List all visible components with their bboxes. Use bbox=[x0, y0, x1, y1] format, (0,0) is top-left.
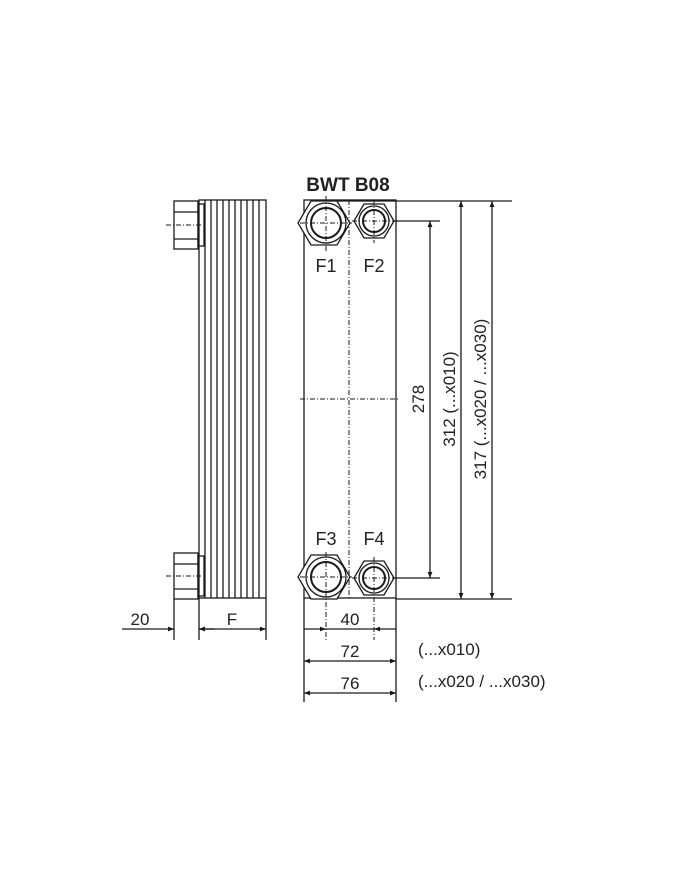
dim-317-label: 317 (...x020 / ...x030) bbox=[471, 319, 490, 480]
port-f3 bbox=[297, 552, 352, 640]
side-bottom-connection bbox=[166, 552, 205, 600]
port-label-f1: F1 bbox=[315, 256, 336, 276]
dim-20-label: 20 bbox=[131, 610, 150, 629]
dim-76-label: 76 bbox=[341, 674, 360, 693]
drawing-title: BWT B08 bbox=[306, 175, 389, 196]
port-f2 bbox=[352, 200, 398, 243]
port-f4 bbox=[352, 557, 398, 640]
dim-72-label: 72 bbox=[341, 642, 360, 661]
dim-76-note: (...x020 / ...x030) bbox=[418, 672, 546, 691]
port-label-f4: F4 bbox=[363, 529, 384, 549]
side-plate-pack bbox=[198, 199, 267, 599]
side-top-connection bbox=[166, 200, 205, 250]
port-label-f2: F2 bbox=[363, 256, 384, 276]
front-view bbox=[297, 196, 512, 702]
side-view bbox=[122, 199, 267, 640]
dim-F-label: F bbox=[227, 610, 237, 629]
dim-72-note: (...x010) bbox=[418, 640, 480, 659]
dim-40-label: 40 bbox=[341, 610, 360, 629]
dim-312-label: 312 (...x010) bbox=[440, 351, 459, 446]
dim-278-label: 278 bbox=[409, 385, 428, 413]
port-f1 bbox=[297, 196, 352, 252]
port-label-f3: F3 bbox=[315, 529, 336, 549]
